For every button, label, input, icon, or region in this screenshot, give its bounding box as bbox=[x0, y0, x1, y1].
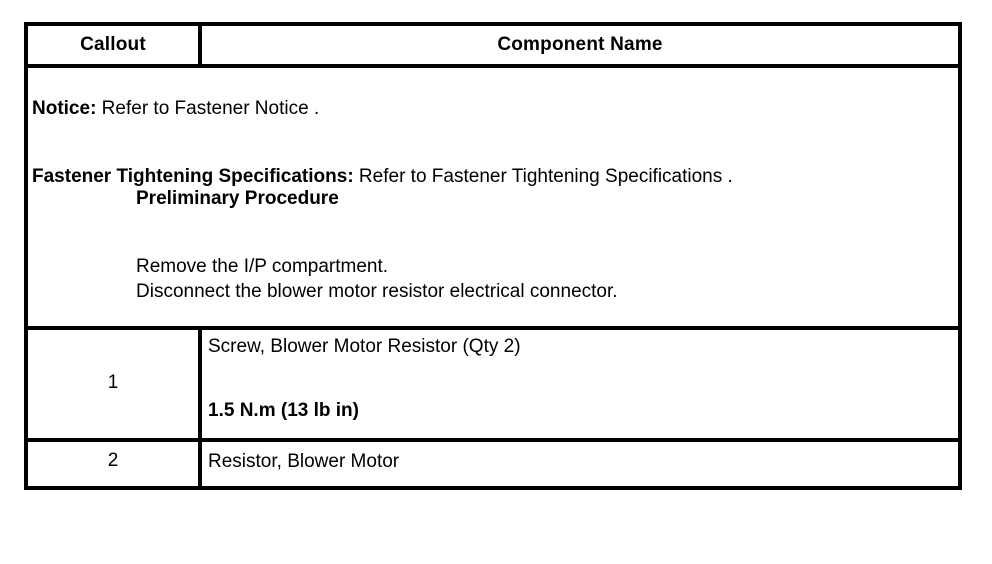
notice-block: Notice: Refer to Fastener Notice . Faste… bbox=[28, 68, 958, 326]
row-callout-cell: 1 bbox=[26, 326, 202, 440]
table-row: 1 Screw, Blower Motor Resistor (Qty 2) 1… bbox=[26, 326, 960, 440]
row-component-content: Screw, Blower Motor Resistor (Qty 2) 1.5… bbox=[202, 330, 958, 438]
row-component-cell: Screw, Blower Motor Resistor (Qty 2) 1.5… bbox=[200, 326, 960, 440]
header-label-callout: Callout bbox=[80, 34, 146, 55]
preliminary-procedure-heading: Preliminary Procedure bbox=[136, 188, 339, 209]
table-header-row: Callout Component Name bbox=[26, 24, 960, 66]
notice-statement: Notice: Refer to Fastener Notice . bbox=[32, 98, 952, 120]
preliminary-steps-list: Remove the I/P compartment. Disconnect t… bbox=[136, 254, 952, 304]
notice-band-row: Notice: Refer to Fastener Notice . Faste… bbox=[26, 64, 960, 328]
table-row: 2 Resistor, Blower Motor bbox=[26, 438, 960, 488]
preliminary-step: Disconnect the blower motor resistor ele… bbox=[136, 281, 618, 302]
notice-cell: Notice: Refer to Fastener Notice . Faste… bbox=[26, 64, 960, 328]
row-callout-cell: 2 bbox=[26, 438, 202, 488]
preliminary-step: Remove the I/P compartment. bbox=[136, 256, 389, 277]
row-component-cell: Resistor, Blower Motor bbox=[200, 438, 960, 488]
torque-spec-text: 1.5 N.m (13 lb in) bbox=[208, 400, 359, 421]
service-procedure-table: Callout Component Name Notice: Refer to … bbox=[24, 22, 962, 490]
fastener-spec-statement: Fastener Tightening Specifications: Refe… bbox=[32, 166, 952, 188]
spacer bbox=[32, 304, 952, 316]
callout-number: 2 bbox=[107, 450, 119, 471]
header-cell-callout: Callout bbox=[26, 24, 202, 66]
component-name-text: Resistor, Blower Motor bbox=[208, 451, 400, 472]
callout-number: 1 bbox=[107, 372, 119, 393]
notice-label: Notice: bbox=[32, 98, 97, 119]
fastener-spec-body-text: Refer to Fastener Tightening Specificati… bbox=[353, 166, 733, 187]
fastener-spec-label: Fastener Tightening Specifications: bbox=[32, 166, 354, 187]
notice-body-text: Refer to Fastener Notice . bbox=[96, 98, 320, 119]
header-label-component-name: Component Name bbox=[497, 34, 663, 55]
header-cell-component-name: Component Name bbox=[200, 24, 960, 66]
component-name-text: Screw, Blower Motor Resistor (Qty 2) bbox=[208, 336, 521, 357]
row-component-content: Resistor, Blower Motor bbox=[202, 442, 958, 486]
